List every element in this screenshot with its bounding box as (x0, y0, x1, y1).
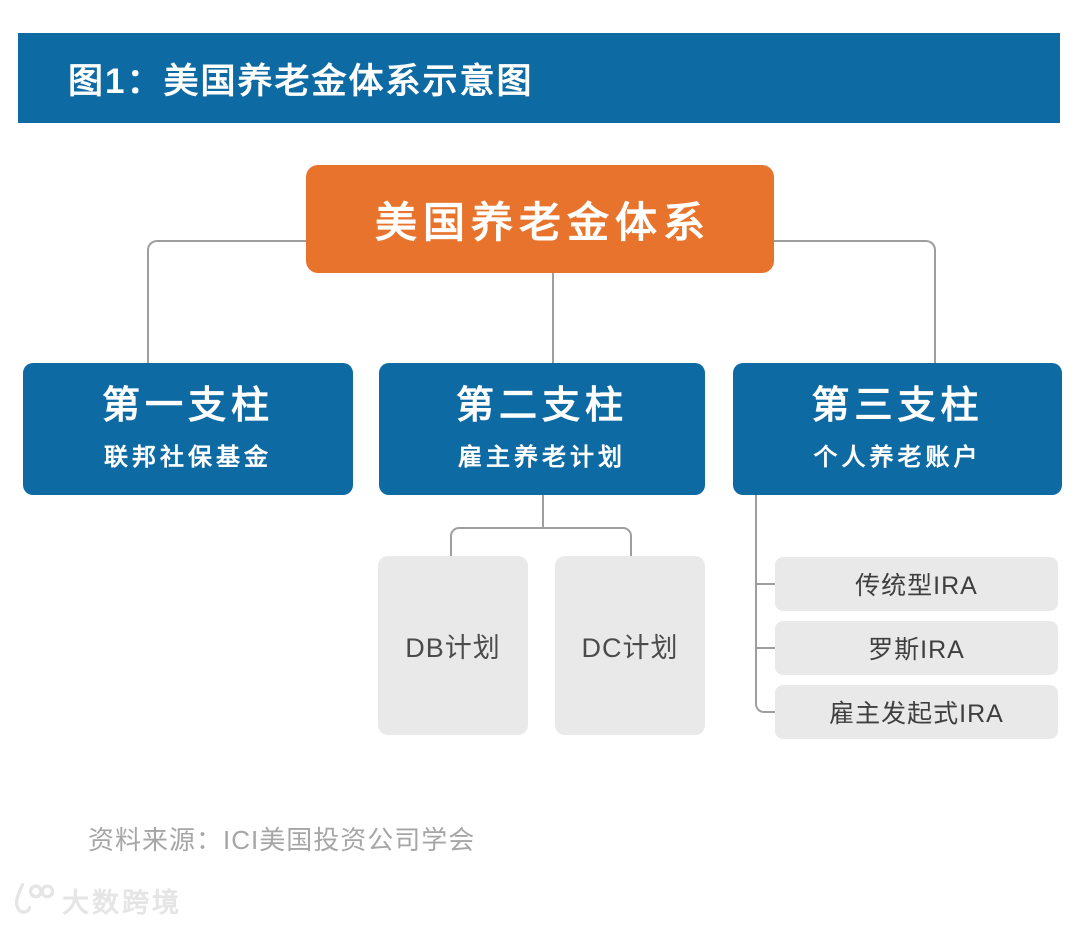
connector-root-to-pillar2 (552, 272, 554, 363)
connector-root-to-pillar1 (147, 240, 307, 363)
pillar-1-subtitle: 联邦社保基金 (104, 443, 272, 471)
pillar-2-node: 第二支柱 雇主养老计划 (379, 363, 705, 495)
roth-ira-node: 罗斯IRA (775, 621, 1058, 675)
dc-plan-label: DC计划 (581, 633, 679, 663)
watermark: 大数跨境 (10, 880, 182, 920)
traditional-ira-label: 传统型IRA (855, 572, 978, 600)
figure-title-bar: 图1：美国养老金体系示意图 (18, 33, 1060, 123)
pillar-3-node: 第三支柱 个人养老账户 (733, 363, 1062, 495)
dc-plan-node: DC计划 (555, 556, 705, 735)
root-node: 美国养老金体系 (306, 165, 774, 273)
db-plan-label: DB计划 (405, 633, 501, 663)
employer-sponsored-ira-node: 雇主发起式IRA (775, 685, 1058, 739)
watermark-label: 大数跨境 (62, 887, 182, 918)
connector-pillar3-to-ira1 (755, 583, 775, 585)
connector-pillar2-to-db (450, 527, 543, 556)
connector-pillar3-to-ira3 (755, 495, 775, 713)
connector-root-to-pillar3 (774, 240, 936, 363)
pillar-1-title: 第一支柱 (101, 385, 274, 428)
connector-pillar2-stem (542, 495, 544, 529)
figure-title: 图1：美国养老金体系示意图 (68, 61, 534, 101)
watermark-logo-icon (14, 883, 54, 914)
pillar-2-subtitle: 雇主养老计划 (458, 443, 626, 471)
roth-ira-label: 罗斯IRA (868, 636, 965, 664)
connector-pillar2-to-dc (542, 527, 632, 556)
db-plan-node: DB计划 (378, 556, 528, 735)
connector-pillar3-to-ira2 (755, 647, 775, 649)
pillar-1-node: 第一支柱 联邦社保基金 (23, 363, 353, 495)
pillar-2-title: 第二支柱 (455, 385, 628, 428)
employer-sponsored-ira-label: 雇主发起式IRA (829, 700, 1004, 728)
root-node-label: 美国养老金体系 (374, 198, 711, 246)
pillar-3-subtitle: 个人养老账户 (813, 443, 982, 471)
source-note: 资料来源：ICI美国投资公司学会 (88, 825, 476, 855)
traditional-ira-node: 传统型IRA (775, 557, 1058, 611)
pillar-3-title: 第三支柱 (811, 385, 984, 428)
